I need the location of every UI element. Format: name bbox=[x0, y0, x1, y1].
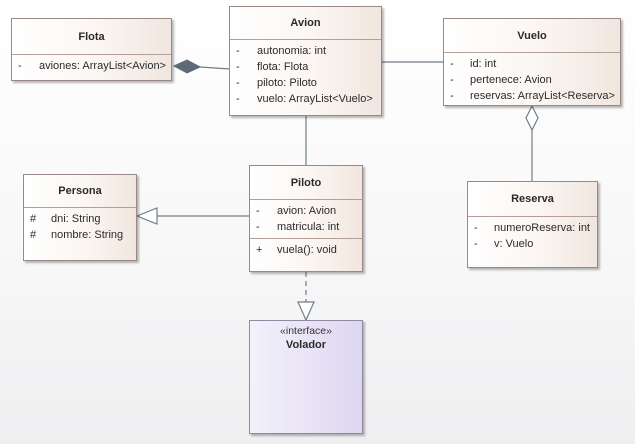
attribute-text: v: Vuelo bbox=[494, 238, 534, 250]
attribute-row: - aviones: ArrayList<Avion> bbox=[12, 58, 171, 74]
attribute-row: # nombre: String bbox=[24, 227, 136, 243]
attribute-row: - reservas: ArrayList<Reserva> bbox=[444, 88, 620, 104]
attributes-section: - numeroReserva: int - v: Vuelo bbox=[468, 217, 597, 255]
attribute-row: - v: Vuelo bbox=[468, 236, 597, 252]
visibility-marker: - bbox=[256, 221, 260, 233]
attribute-row: - matricula: int bbox=[250, 219, 362, 235]
attribute-text: pertenece: Avion bbox=[470, 74, 552, 86]
flota-avion-composition-line bbox=[199, 66, 231, 70]
visibility-marker: - bbox=[256, 205, 260, 217]
visibility-marker: - bbox=[236, 93, 240, 105]
class-avion[interactable]: Avion - autonomia: int - flota: Flota - … bbox=[229, 6, 382, 116]
attribute-text: autonomia: int bbox=[257, 45, 327, 57]
attribute-text: id: int bbox=[470, 58, 497, 70]
class-reserva[interactable]: Reserva - numeroReserva: int - v: Vuelo bbox=[467, 181, 598, 268]
attribute-text: aviones: ArrayList<Avion> bbox=[39, 60, 166, 72]
class-name: Vuelo bbox=[444, 19, 620, 53]
visibility-marker: - bbox=[18, 60, 22, 72]
generalization-arrowhead bbox=[135, 207, 158, 225]
attributes-section: - aviones: ArrayList<Avion> bbox=[12, 55, 171, 77]
attribute-row: - pertenece: Avion bbox=[444, 72, 620, 88]
attribute-text: dni: String bbox=[51, 213, 101, 225]
operation-row: + vuela(): void bbox=[250, 242, 362, 258]
attribute-text: reservas: ArrayList<Reserva> bbox=[470, 90, 615, 102]
attribute-text: nombre: String bbox=[51, 229, 124, 241]
visibility-marker: - bbox=[474, 222, 478, 234]
attribute-row: - id: int bbox=[444, 56, 620, 72]
operation-text: vuela(): void bbox=[277, 244, 337, 256]
visibility-marker: # bbox=[30, 213, 37, 225]
visibility-marker: - bbox=[236, 77, 240, 89]
attribute-row: # dni: String bbox=[24, 211, 136, 227]
class-persona[interactable]: Persona # dni: String # nombre: String bbox=[23, 174, 137, 261]
interface-header: «interface» Volador bbox=[250, 321, 362, 351]
realization-arrowhead bbox=[297, 301, 315, 322]
attribute-text: matricula: int bbox=[277, 221, 340, 233]
operations-section: + vuela(): void bbox=[250, 238, 362, 261]
aggregation-diamond bbox=[525, 104, 539, 132]
class-name: Persona bbox=[24, 175, 136, 208]
attributes-section: - autonomia: int - flota: Flota - piloto… bbox=[230, 40, 381, 110]
class-flota[interactable]: Flota - aviones: ArrayList<Avion> bbox=[11, 18, 172, 81]
interface-volador[interactable]: «interface» Volador bbox=[249, 320, 363, 434]
class-name: Piloto bbox=[250, 166, 362, 200]
visibility-marker: + bbox=[256, 244, 263, 256]
attribute-row: - autonomia: int bbox=[230, 43, 381, 59]
attribute-row: - piloto: Piloto bbox=[230, 75, 381, 91]
composition-diamond bbox=[172, 59, 202, 74]
visibility-marker: - bbox=[236, 61, 240, 73]
stereotype-label: «interface» bbox=[280, 325, 332, 337]
visibility-marker: - bbox=[450, 90, 454, 102]
attributes-section: - avion: Avion - matricula: int bbox=[250, 200, 362, 238]
attribute-row: - avion: Avion bbox=[250, 203, 362, 219]
class-name: Flota bbox=[12, 19, 171, 55]
visibility-marker: # bbox=[30, 229, 37, 241]
attribute-text: piloto: Piloto bbox=[257, 77, 317, 89]
class-name: Reserva bbox=[468, 182, 597, 217]
attribute-text: avion: Avion bbox=[277, 205, 337, 217]
attributes-section: - id: int - pertenece: Avion - reservas:… bbox=[444, 53, 620, 107]
attributes-section: # dni: String # nombre: String bbox=[24, 208, 136, 246]
attribute-text: numeroReserva: int bbox=[494, 222, 590, 234]
attribute-row: - numeroReserva: int bbox=[468, 220, 597, 236]
visibility-marker: - bbox=[450, 58, 454, 70]
visibility-marker: - bbox=[474, 238, 478, 250]
visibility-marker: - bbox=[450, 74, 454, 86]
class-piloto[interactable]: Piloto - avion: Avion - matricula: int +… bbox=[249, 165, 363, 272]
attribute-text: flota: Flota bbox=[257, 61, 309, 73]
attribute-row: - flota: Flota bbox=[230, 59, 381, 75]
attribute-row: - vuelo: ArrayList<Vuelo> bbox=[230, 91, 381, 107]
class-vuelo[interactable]: Vuelo - id: int - pertenece: Avion - res… bbox=[443, 18, 621, 106]
visibility-marker: - bbox=[236, 45, 240, 57]
attribute-text: vuelo: ArrayList<Vuelo> bbox=[257, 93, 373, 105]
class-name: Avion bbox=[230, 7, 381, 40]
class-name: Volador bbox=[285, 339, 327, 351]
